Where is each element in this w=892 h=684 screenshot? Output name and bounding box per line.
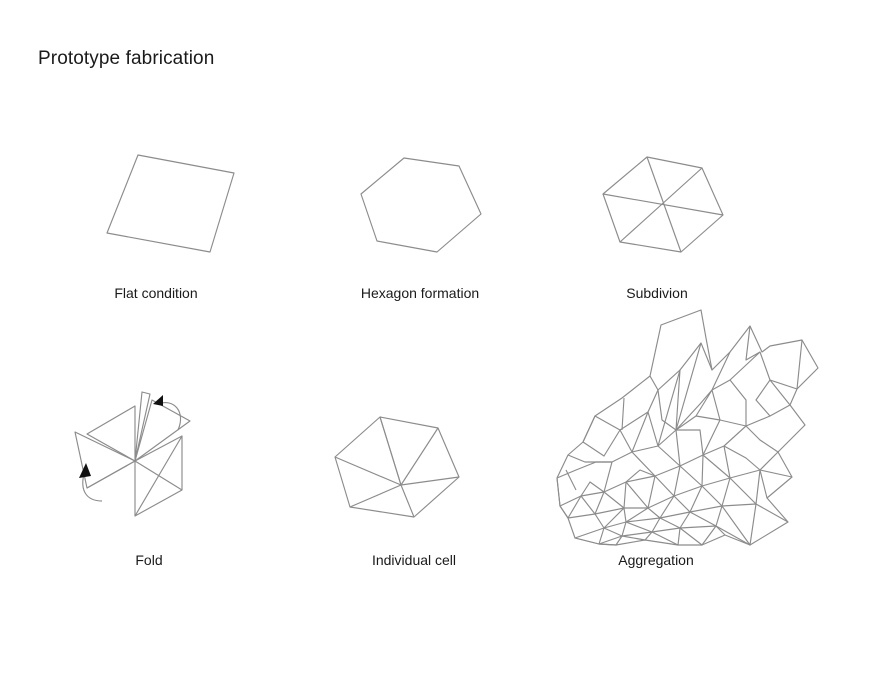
hexagon-formation-shape [360, 157, 482, 253]
subdivision-shape [602, 156, 724, 253]
fold-shape [74, 391, 191, 517]
flat-condition-shape [106, 154, 235, 253]
page-title: Prototype fabrication [38, 48, 215, 69]
caption-fold: Fold [135, 552, 163, 568]
fold-arrow-top-icon [153, 395, 163, 406]
caption-aggregation: Aggregation [618, 552, 694, 568]
fold-arrow-left-icon [79, 463, 91, 478]
caption-hexagon-formation: Hexagon formation [360, 285, 480, 301]
caption-subdivision: Subdivion [626, 285, 688, 301]
aggregation-shape [556, 309, 819, 546]
caption-individual-cell: Individual cell [371, 552, 457, 568]
caption-flat-condition: Flat condition [114, 285, 198, 301]
individual-cell-shape [334, 416, 460, 518]
